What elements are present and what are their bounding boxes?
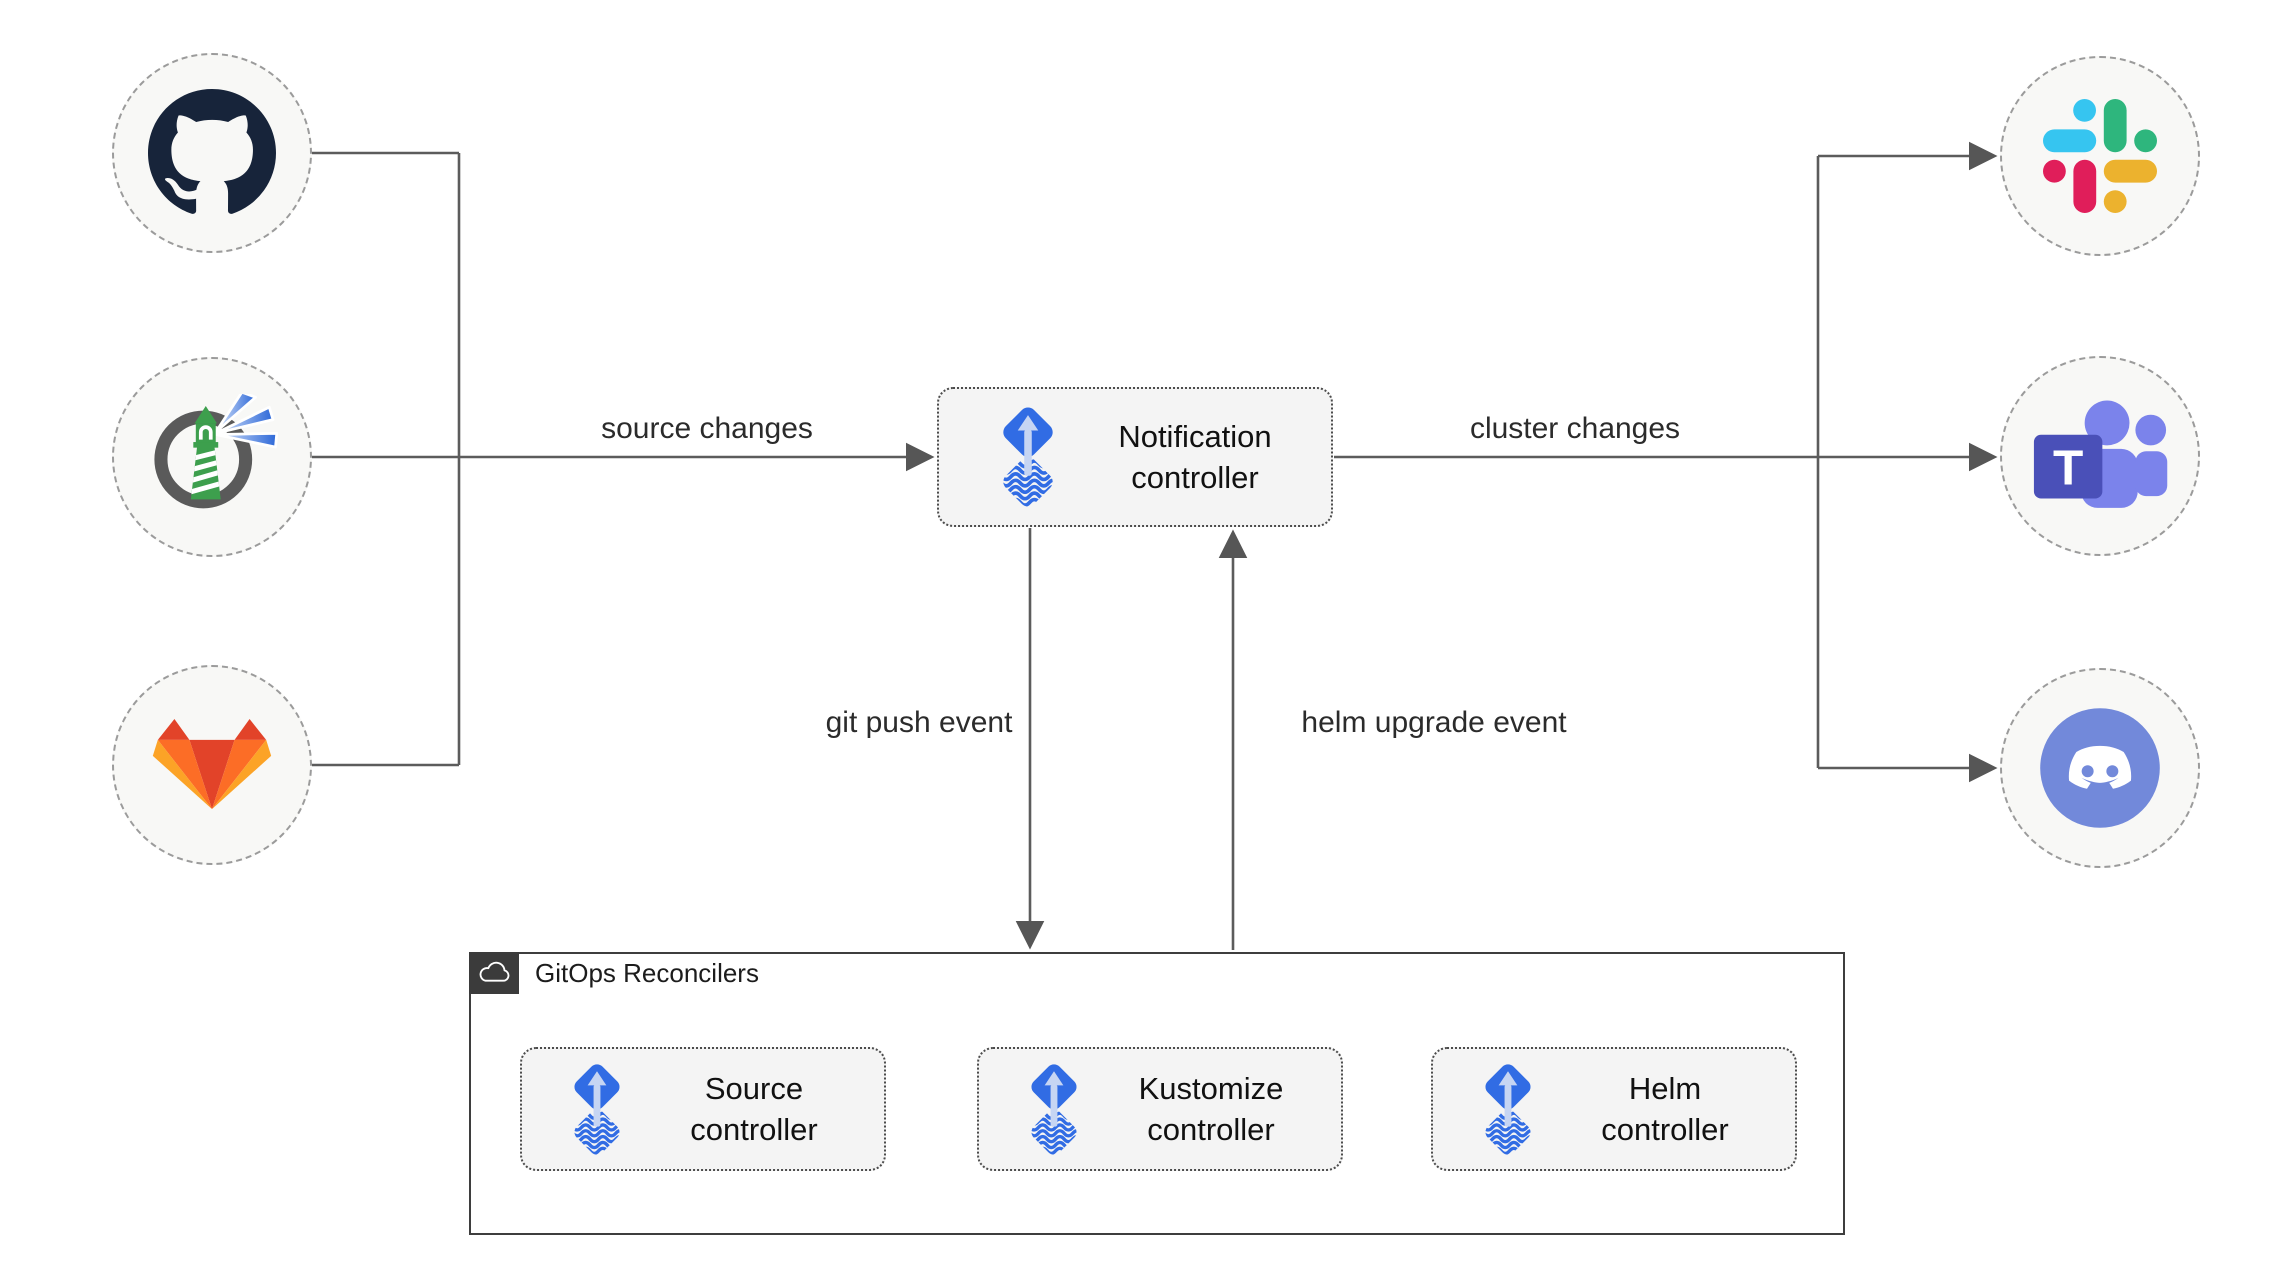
gitops-group-tab — [468, 951, 519, 994]
edge-label-cluster-changes: cluster changes — [1469, 412, 1681, 445]
helm-controller-box: Helm controller — [1431, 1047, 1797, 1171]
edge-label-git-push-event: git push event — [825, 706, 1013, 739]
notification-controller-box: Notification controller — [937, 387, 1333, 527]
gitlab-icon — [152, 719, 272, 810]
flux-icon — [558, 1061, 636, 1158]
target-node-discord — [2000, 668, 2200, 868]
edge-label-helm-upgrade-event: helm upgrade event — [1301, 706, 1567, 739]
target-node-teams: T — [2000, 356, 2200, 556]
source-node-gitlab — [112, 665, 312, 865]
flux-icon — [1015, 1061, 1093, 1158]
notification-controller-label: Notification controller — [1118, 419, 1272, 495]
gitops-group-title: GitOps Reconcilers — [535, 958, 759, 988]
svg-text:T: T — [2053, 439, 2083, 495]
kustomize-controller-label: Kustomize controller — [1138, 1071, 1284, 1147]
slack-icon — [2043, 99, 2157, 213]
gitops-reconcilers-group: GitOps Reconcilers Source controller Kus… — [468, 951, 1845, 1235]
teams-icon: T — [2033, 400, 2168, 508]
harbor-icon — [154, 394, 278, 509]
helm-controller-label: Helm controller — [1601, 1071, 1729, 1147]
source-controller-label: Source controller — [690, 1071, 818, 1147]
flux-icon — [985, 404, 1071, 510]
source-node-harbor — [112, 357, 312, 557]
source-controller-box: Source controller — [520, 1047, 886, 1171]
kustomize-controller-box: Kustomize controller — [977, 1047, 1343, 1171]
cloud-icon — [479, 961, 509, 982]
target-node-slack — [2000, 56, 2200, 256]
source-node-github — [112, 53, 312, 253]
github-icon — [148, 89, 276, 214]
edge-label-source-changes: source changes — [601, 412, 813, 445]
flux-icon — [1469, 1061, 1547, 1158]
discord-icon — [2040, 708, 2160, 828]
